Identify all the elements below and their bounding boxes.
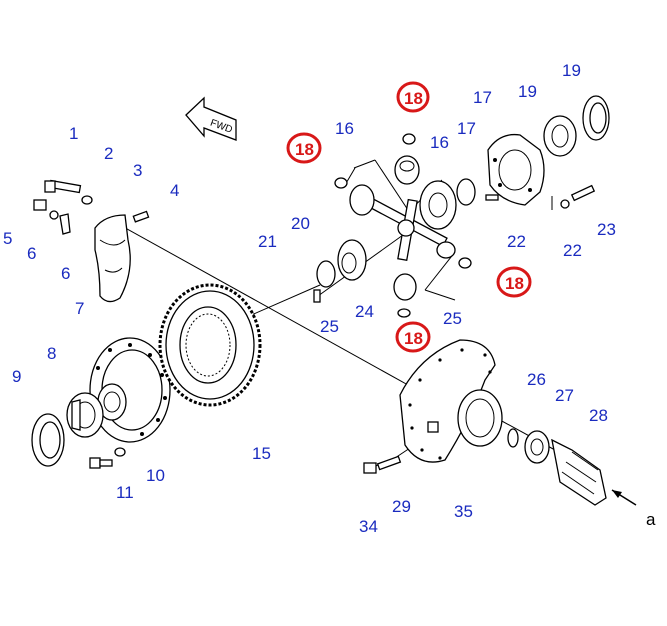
label-4: 2 xyxy=(104,144,113,163)
svg-text:18: 18 xyxy=(295,140,314,159)
bearing-race-6-right xyxy=(582,95,610,141)
bolt-26 xyxy=(89,457,113,469)
label-16-top: 16 xyxy=(335,119,354,138)
label-25-right: 19 xyxy=(518,82,537,101)
pin-5 xyxy=(132,210,150,223)
label-22-left: 25 xyxy=(320,317,339,336)
washer-9 xyxy=(49,210,59,220)
label-1: 35 xyxy=(454,502,473,521)
pin-22-right xyxy=(485,194,499,201)
label-8: 5 xyxy=(3,229,12,248)
svg-text:18: 18 xyxy=(404,329,423,348)
differential-case-left-20 xyxy=(89,337,171,443)
label-7: 6 xyxy=(61,264,70,283)
label-28: 28 xyxy=(589,406,608,425)
label-19-left: 21 xyxy=(258,232,277,251)
callout-18-bottom: 18 xyxy=(395,321,431,353)
label-6-left: 9 xyxy=(12,367,21,386)
part-labels: 1 2 3 4 5 6 6 7 8 9 10 11 15 16 16 17 17… xyxy=(3,61,656,536)
bearing-race-6-left xyxy=(31,413,65,467)
fwd-direction-marker: FWD xyxy=(185,96,237,141)
drive-pinion-28 xyxy=(551,438,607,506)
nut-11 xyxy=(363,462,377,474)
callout-18-right: 18 xyxy=(496,266,532,298)
lock-plate-7 xyxy=(59,213,71,235)
bolt-3 xyxy=(44,179,82,194)
washer-4 xyxy=(81,195,93,205)
highlight-callouts: 18 18 18 18 xyxy=(286,81,532,353)
label-25-left: 8 xyxy=(47,344,56,363)
label-9: 6 xyxy=(27,244,36,263)
snap-ring-35 xyxy=(507,428,519,448)
svg-text:18: 18 xyxy=(404,89,423,108)
label-35: 26 xyxy=(527,370,546,389)
bearing-25-right xyxy=(543,115,577,157)
housing-bolt-holes xyxy=(408,348,492,460)
label-10: 29 xyxy=(392,497,411,516)
label-17-top: 16 xyxy=(430,133,449,152)
callout-18-left: 18 xyxy=(286,132,322,164)
label-2: 3 xyxy=(133,161,142,180)
label-11: 34 xyxy=(359,517,378,536)
ring-gear-29 xyxy=(158,283,262,407)
thrust-washer-19-left xyxy=(316,260,336,288)
label-26: 11 xyxy=(116,483,134,502)
label-3: 1 xyxy=(69,124,78,143)
label-5: 4 xyxy=(170,181,179,200)
side-gear-17-upper xyxy=(419,180,457,230)
stud-bolt-10 xyxy=(376,455,402,471)
label-a: a xyxy=(646,510,656,529)
washer-27 xyxy=(114,447,126,457)
label-27: 10 xyxy=(146,466,165,485)
pin-22-left xyxy=(313,289,321,303)
carrier-housing-1 xyxy=(399,339,503,463)
label-15: 24 xyxy=(355,302,374,321)
washer-18-bottom xyxy=(397,308,411,318)
differential-case-right-21 xyxy=(487,133,545,206)
label-22-right: 22 xyxy=(507,232,526,251)
label-24: 22 xyxy=(563,241,582,260)
label-34: 27 xyxy=(555,386,574,405)
svg-text:18: 18 xyxy=(505,274,524,293)
bearing-25-left xyxy=(66,392,104,438)
pinion-gear-16-left xyxy=(349,184,375,216)
label-19-right: 17 xyxy=(457,119,476,138)
label-21: 17 xyxy=(473,88,492,107)
bolt-8 xyxy=(33,199,47,211)
label-29: 15 xyxy=(252,444,271,463)
label-23: 23 xyxy=(597,220,616,239)
thrust-washer-19-right xyxy=(456,178,476,206)
pinion-gear-16-top xyxy=(394,155,420,185)
washer-18-left xyxy=(334,177,348,189)
hub-bolt-holes xyxy=(96,343,167,436)
washer-18-right xyxy=(458,257,472,269)
label-20: 7 xyxy=(75,299,84,318)
bolt-23 xyxy=(570,184,596,202)
bearing-cap-2 xyxy=(94,214,131,303)
bearing-34 xyxy=(524,430,550,464)
label-6-right: 19 xyxy=(562,61,581,80)
pinion-gear-16-right xyxy=(436,241,456,259)
callout-18-top: 18 xyxy=(396,81,430,113)
label-16-bottom: 25 xyxy=(443,309,462,328)
input-arrow-a xyxy=(611,489,637,506)
washer-24 xyxy=(560,199,570,209)
side-gear-17-lower xyxy=(337,239,367,281)
pinion-gear-16-bottom xyxy=(393,273,417,301)
label-17-left: 20 xyxy=(291,214,310,233)
washer-18-top xyxy=(402,133,416,145)
